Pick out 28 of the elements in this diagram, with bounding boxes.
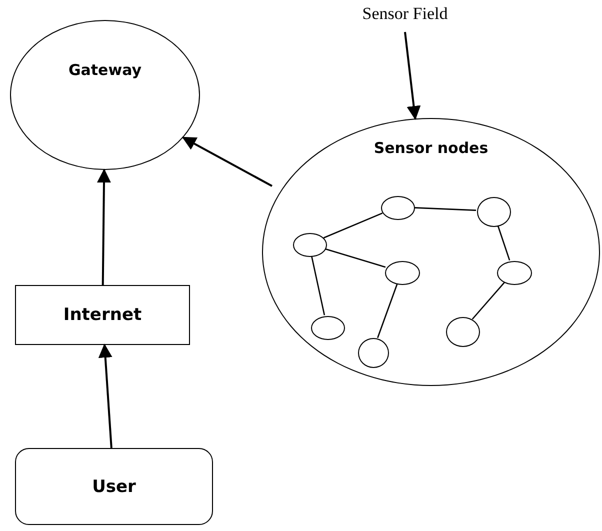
arrow bbox=[182, 136, 272, 187]
link-line bbox=[414, 207, 476, 211]
link-line bbox=[324, 248, 386, 268]
link-line bbox=[377, 283, 398, 338]
link-line bbox=[310, 256, 326, 316]
node-label: Gateway bbox=[68, 61, 142, 79]
link-line bbox=[472, 282, 505, 320]
sensor-node-ellipse bbox=[293, 233, 327, 257]
sensor-node-ellipse bbox=[446, 317, 480, 347]
sensor-node-ellipse bbox=[385, 261, 420, 285]
process-box bbox=[15, 285, 190, 345]
ellipse-node bbox=[10, 20, 200, 170]
arrow bbox=[98, 344, 112, 448]
arrow bbox=[404, 32, 421, 120]
sensor-node-ellipse bbox=[477, 197, 511, 227]
sensor-node-ellipse bbox=[381, 196, 415, 220]
ellipse-node bbox=[262, 118, 600, 386]
link-line bbox=[323, 212, 383, 238]
sensor-node-ellipse bbox=[497, 261, 532, 285]
sensor-node-ellipse bbox=[311, 316, 345, 340]
node-label: User bbox=[92, 476, 136, 496]
arrow bbox=[97, 168, 111, 286]
node-label: Sensor nodes bbox=[374, 139, 488, 157]
rounded-box bbox=[15, 448, 213, 525]
node-label: Internet bbox=[63, 305, 142, 325]
sensor-node-ellipse bbox=[358, 338, 389, 368]
node-label: Sensor Field bbox=[362, 4, 448, 24]
link-line bbox=[497, 225, 510, 261]
